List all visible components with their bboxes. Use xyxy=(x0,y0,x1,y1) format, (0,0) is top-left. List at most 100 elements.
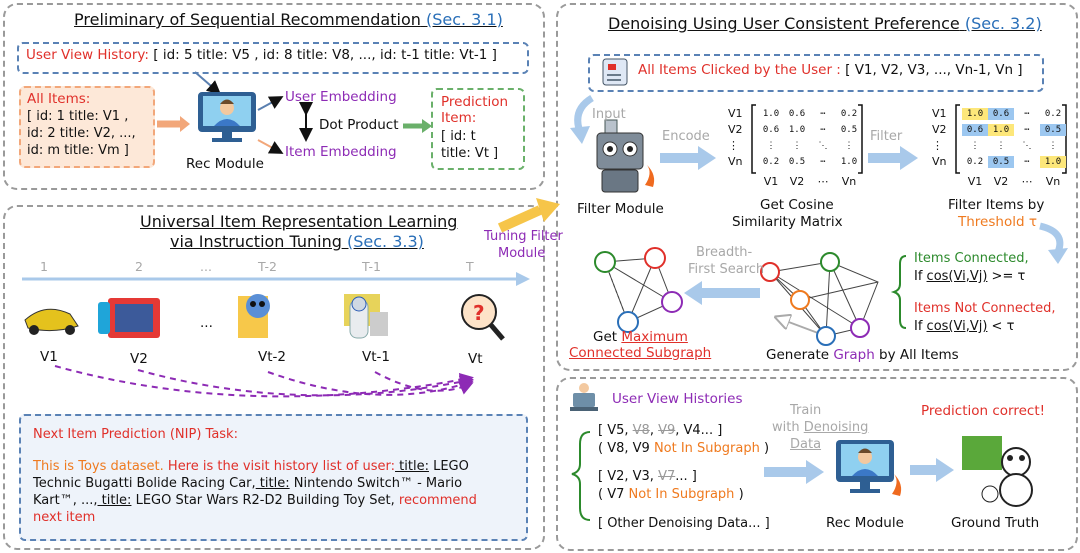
row1-strike-v9: V9 xyxy=(658,423,676,438)
matrix-cell: 1.0 xyxy=(762,109,780,119)
matrix-row-label: V2 xyxy=(932,123,947,136)
matrix-cell: ⋯ xyxy=(820,125,826,135)
universal-title-line2-text: via Instruction Tuning xyxy=(170,232,342,251)
matrix-cell: 0.5 xyxy=(1040,124,1066,136)
clicked-items-label: All Items Clicked by the User : xyxy=(638,62,841,78)
encode-label: Encode xyxy=(662,129,710,144)
timeline-t-2: T-2 xyxy=(258,259,277,274)
row1-prefix: [ V5, xyxy=(598,423,633,438)
matrix-cell: 0.5 xyxy=(840,125,858,135)
graph-word: Graph xyxy=(833,347,875,363)
cosine-label-line1: Get Cosine xyxy=(760,197,834,213)
toy-switch-icon xyxy=(98,298,160,338)
matrix-col-label: V1 xyxy=(967,175,983,188)
dot-product-label: Dot Product xyxy=(319,117,399,133)
matrix-col-label: ⋯ xyxy=(1021,175,1033,188)
universal-title-line1: Universal Item Representation Learning xyxy=(140,212,458,231)
clicked-items-list: [ V1, V2, V3, ..., Vn-1, Vn ] xyxy=(845,62,1023,78)
clicked-items-line: All Items Clicked by the User : [ V1, V2… xyxy=(638,62,1023,79)
train-label-line3: Data xyxy=(790,437,822,452)
svg-text:?: ? xyxy=(473,301,485,325)
nip-recommend: recommend xyxy=(394,493,477,508)
universal-sec-ref[interactable]: (Sec. 3.3) xyxy=(346,232,424,251)
user-history-line: User View History: [ id: 5 title: V5 , i… xyxy=(26,47,497,64)
nip-title-2a: Nintendo Switch™ - Mario xyxy=(289,476,463,491)
row2-strike-v7: V7 xyxy=(658,469,676,484)
denoise-title: Denoising Using User Consistent Preferen… xyxy=(608,14,1042,33)
matrix-cell: 0.6 xyxy=(788,109,806,119)
matrix-cell: ⋮ xyxy=(844,141,854,151)
user-history-text: [ id: 5 title: V5 , id: 8 title: V8, ...… xyxy=(153,47,497,63)
matrix-cell: ⋮ xyxy=(766,141,776,151)
matrix-cell: 1.0 xyxy=(962,108,988,120)
nip-line-2: Technic Bugatti Bolide Racing Car, title… xyxy=(33,476,463,492)
prediction-item-line-2: title: Vt ] xyxy=(441,146,499,161)
prediction-correct-label: Prediction correct! xyxy=(921,403,1046,419)
nip-line-3: Kart™, ..., title: LEGO Star Wars R2-D2 … xyxy=(33,493,477,509)
matrix-cell: ⋮ xyxy=(792,141,802,151)
nip-title-kw-3: title: xyxy=(97,493,132,508)
timeline-ellipsis: ... xyxy=(200,259,212,274)
item-embedding-label: Item Embedding xyxy=(285,144,397,160)
item-v1: V1 xyxy=(40,349,58,365)
row2-note-suffix: ) xyxy=(734,487,744,502)
matrix-col-label: V1 xyxy=(763,175,779,188)
row1-note-suffix: ) xyxy=(759,441,770,456)
matrix-cell: 0.2 xyxy=(840,109,858,119)
nip-title-2b: Kart™, ..., xyxy=(33,493,98,508)
matrix-cell: 0.6 xyxy=(988,108,1014,120)
timeline-1: 1 xyxy=(40,259,48,274)
matrix-cell: ⋯ xyxy=(820,157,826,167)
universal-title-line2: via Instruction Tuning (Sec. 3.3) xyxy=(170,232,424,251)
generate-prefix: Generate xyxy=(766,347,834,363)
matrix-cell: ⋯ xyxy=(820,109,826,119)
row2-suffix: ... ] xyxy=(675,469,697,484)
denoise-sec-ref[interactable]: (Sec. 3.2) xyxy=(964,14,1042,33)
max-subgraph-icon xyxy=(594,247,683,333)
all-items-line-3: id: m title: Vm ] xyxy=(27,143,129,158)
prelim-sec-ref[interactable]: (Sec. 3.1) xyxy=(425,10,503,29)
matrix-cell: ⋮ xyxy=(970,141,980,151)
user-embedding-label: User Embedding xyxy=(285,89,397,105)
items-not-connected-cond: If cos(Vi,Vj) < τ xyxy=(914,319,1014,335)
prelim-title: Preliminary of Sequential Recommendation… xyxy=(74,10,503,29)
filter-label: Filter xyxy=(870,129,903,144)
all-items-line-2: id: 2 title: V2, ..., xyxy=(27,126,136,141)
robot-filter-icon xyxy=(596,119,655,193)
bfs-label-line1: Breadth- xyxy=(696,245,753,260)
train-label-line1: Train xyxy=(790,403,822,418)
clipboard-icon xyxy=(602,58,628,86)
user-desk-icon xyxy=(570,383,598,411)
ground-truth-label: Ground Truth xyxy=(951,515,1040,531)
rec-module-label-top: Rec Module xyxy=(186,156,264,172)
user-history-box xyxy=(17,42,529,74)
matrix-cell: 0.2 xyxy=(762,157,780,167)
matrix-cell: 0.2 xyxy=(966,157,984,167)
all-items-line-1: [ id: 1 title: V1 , xyxy=(27,109,129,124)
matrix-col-label: Vn xyxy=(841,175,857,188)
prediction-item-box xyxy=(431,88,525,170)
panda-toy-icon xyxy=(962,436,1033,507)
all-items-label: All Items: xyxy=(27,91,91,107)
history-row-2-note: ( V7 Not In Subgraph ) xyxy=(598,487,744,503)
max-text: Maximum xyxy=(621,329,688,345)
filter-module-label: Filter Module xyxy=(577,201,664,217)
history-row-2: [ V2, V3, V7... ] xyxy=(598,469,697,485)
row1-strike-v8: V8 xyxy=(632,423,650,438)
rec-module-label-bottom: Rec Module xyxy=(826,515,904,531)
train-with: with xyxy=(772,420,804,435)
timeline-t-1: T-1 xyxy=(362,259,381,274)
cond-cos-2: cos(Vi,Vj) xyxy=(926,319,988,334)
row2-note-prefix: ( V7 xyxy=(598,487,629,502)
toy-stitch-icon xyxy=(238,294,270,338)
question-magnifier-icon: ? xyxy=(461,294,505,341)
train-denoising: Denoising xyxy=(803,420,869,435)
cond-cos-1: cos(Vi,Vj) xyxy=(926,269,988,284)
matrix-row-label: ⋮ xyxy=(728,139,739,152)
matrix-row-label: Vn xyxy=(728,155,743,168)
matrix-cell: 0.5 xyxy=(988,156,1014,168)
matrix-cell: 0.5 xyxy=(788,157,806,167)
matrix-row-label: V1 xyxy=(932,107,947,120)
row1-note-prefix: ( V8, V9 xyxy=(598,441,654,456)
